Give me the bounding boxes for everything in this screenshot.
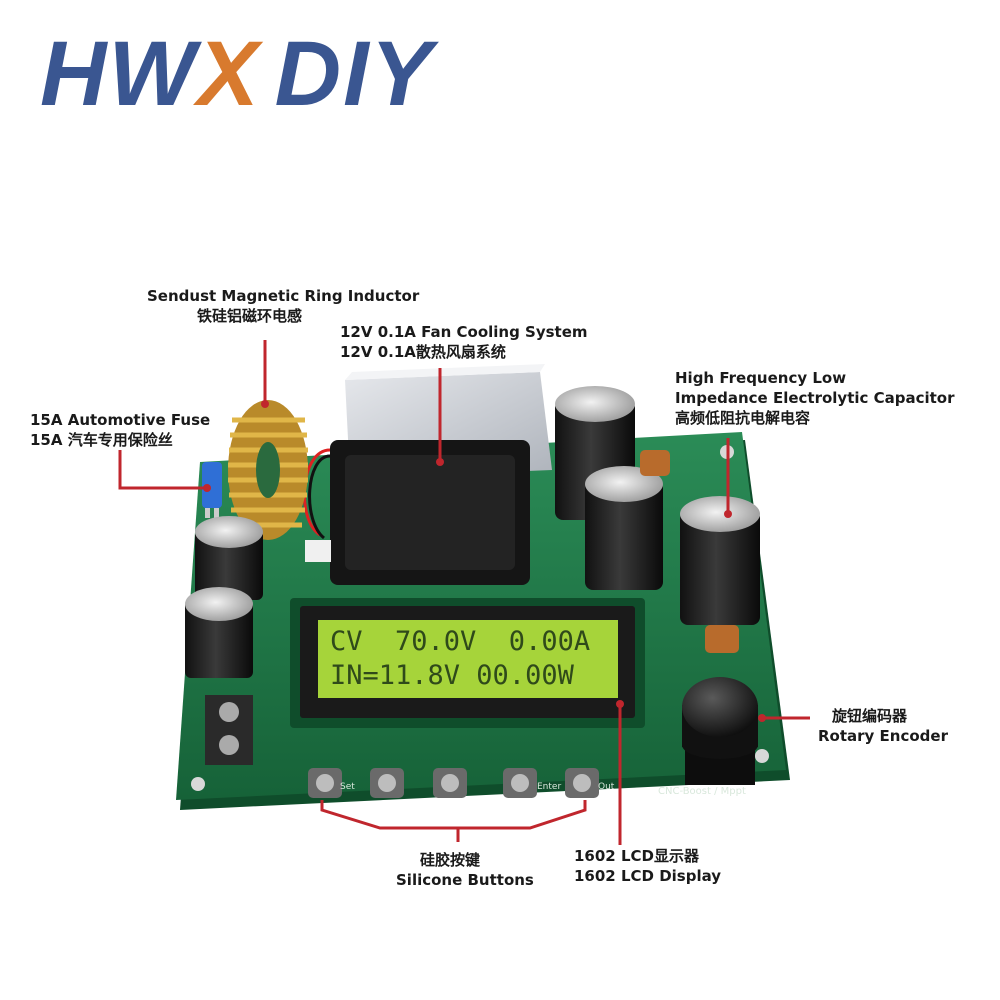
callout-dots bbox=[203, 400, 766, 722]
callout-lcd-en: 1602 LCD Display bbox=[574, 867, 722, 885]
callout-pointers bbox=[118, 340, 810, 845]
silicone-buttons bbox=[308, 768, 599, 798]
board-label: CNC-Boost / Mppt bbox=[658, 786, 746, 797]
logo-part-1: HW bbox=[40, 23, 198, 125]
lcd-line-2: IN=11.8V 00.00W bbox=[330, 660, 574, 691]
callout-encoder-cn: 旋钮编码器 bbox=[832, 707, 908, 725]
input-terminal bbox=[205, 695, 253, 765]
rotary-encoder-knob bbox=[682, 677, 758, 785]
callout-encoder: 旋钮编码器 Rotary Encoder bbox=[818, 706, 948, 746]
lcd-line-1: CV 70.0V 0.00A bbox=[330, 626, 591, 657]
logo-part-3: DIY bbox=[274, 23, 435, 125]
callout-lcd-cn: 1602 LCD显示器 bbox=[574, 847, 699, 865]
callout-buttons-en: Silicone Buttons bbox=[396, 871, 534, 889]
right-capacitors bbox=[555, 386, 760, 653]
callout-fuse: 15A Automotive Fuse 15A 汽车专用保险丝 bbox=[30, 410, 210, 450]
callout-capacitor-en1: High Frequency Low bbox=[675, 369, 847, 387]
callout-inductor-en: Sendust Magnetic Ring Inductor bbox=[147, 287, 420, 305]
callout-lcd: 1602 LCD显示器 1602 LCD Display bbox=[574, 846, 721, 886]
cooling-fan bbox=[302, 440, 530, 585]
automotive-fuse bbox=[202, 462, 222, 518]
callout-capacitor-cn: 高频低阻抗电解电容 bbox=[675, 409, 811, 427]
callout-fuse-en: 15A Automotive Fuse bbox=[30, 411, 211, 429]
callout-inductor-cn: 铁硅铝磁环电感 bbox=[197, 307, 303, 325]
lcd-module bbox=[290, 598, 645, 728]
callout-fuse-cn: 15A 汽车专用保险丝 bbox=[30, 431, 173, 449]
callout-encoder-en: Rotary Encoder bbox=[818, 727, 948, 745]
callout-capacitor-en2: Impedance Electrolytic Capacitor bbox=[675, 389, 955, 407]
callout-capacitor: High Frequency Low Impedance Electrolyti… bbox=[675, 368, 955, 428]
button-label-out: Out bbox=[598, 782, 615, 792]
callout-fan: 12V 0.1A Fan Cooling System 12V 0.1A散热风扇… bbox=[340, 322, 588, 362]
callout-inductor: Sendust Magnetic Ring Inductor 铁硅铝磁环电感 bbox=[147, 286, 419, 326]
button-label-enter: Enter bbox=[537, 782, 562, 792]
magnetic-ring-inductor bbox=[228, 400, 308, 540]
callout-buttons: 硅胶按键 Silicone Buttons bbox=[396, 850, 534, 890]
callout-fan-en: 12V 0.1A Fan Cooling System bbox=[340, 323, 588, 341]
logo-part-2: X bbox=[197, 23, 261, 125]
button-label-set: Set bbox=[340, 782, 355, 792]
left-capacitors bbox=[185, 516, 263, 678]
callout-fan-cn: 12V 0.1A散热风扇系统 bbox=[340, 343, 506, 361]
callout-buttons-cn: 硅胶按键 bbox=[420, 851, 481, 869]
